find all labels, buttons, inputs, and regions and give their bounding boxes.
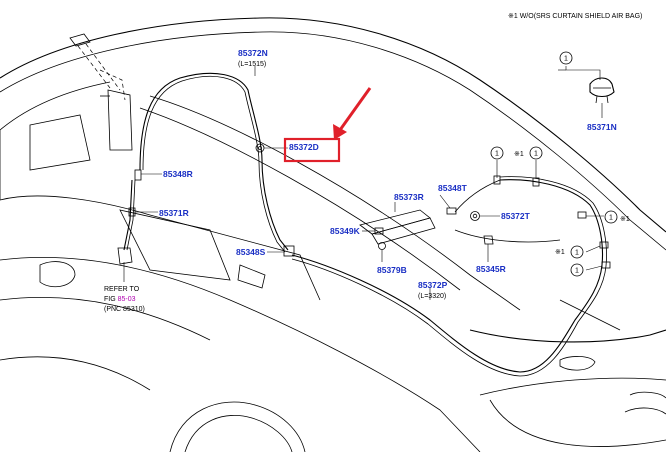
label-85348S: 85348S — [236, 247, 266, 257]
svg-text:1: 1 — [564, 56, 568, 63]
label-85372T: 85372T — [501, 211, 531, 221]
star-marker-c: ※1 — [555, 249, 565, 256]
refer-fig-link[interactable]: 85-03 — [118, 296, 136, 303]
svg-text:1: 1 — [609, 215, 613, 222]
label-85349K: 85349K — [330, 226, 361, 236]
label-85371R: 85371R — [159, 208, 189, 218]
hose-85372N — [123, 72, 289, 253]
part-labels: ※1 W/O(SRS CURTAIN SHIELD AIR BAG) 85372… — [159, 13, 642, 300]
svg-text:1: 1 — [575, 250, 579, 257]
fittings — [117, 77, 615, 269]
callout-1-e: 1 — [570, 263, 584, 277]
label-85348T: 85348T — [438, 183, 468, 193]
svg-text:1: 1 — [534, 151, 538, 158]
refer-line-1: REFER TO — [104, 286, 140, 293]
callout-circles: 1 1 1 1 1 1 ※1 ※1 ※1 — [490, 51, 630, 277]
label-85345R: 85345R — [476, 264, 506, 274]
svg-text:1: 1 — [495, 151, 499, 158]
car-body-outline — [0, 17, 666, 452]
refer-line-3: (PNC 85310) — [104, 306, 145, 313]
star-marker-b: ※1 — [620, 216, 630, 223]
label-85379B: 85379B — [377, 265, 407, 275]
label-85372N-length: (L=1515) — [238, 61, 266, 68]
star-marker-a: ※1 — [514, 151, 524, 158]
callout-1-d: 1 — [570, 245, 584, 259]
refer-line-2: FIG 85-03 — [104, 296, 136, 303]
refer-note: REFER TO FIG 85-03 (PNC 85310) — [104, 286, 145, 313]
label-85373R: 85373R — [394, 192, 424, 202]
antenna-mount — [69, 33, 133, 151]
hose-85372P — [291, 176, 607, 377]
label-85371N: 85371N — [587, 122, 617, 132]
footnote: ※1 W/O(SRS CURTAIN SHIELD AIR BAG) — [508, 13, 642, 20]
highlight-box — [283, 137, 341, 163]
callout-1-legend: 1 — [559, 51, 573, 65]
label-85372N: 85372N — [238, 48, 268, 58]
highlight-annotation — [283, 87, 372, 163]
label-85372P: 85372P — [418, 280, 448, 290]
callout-1-a: 1 — [490, 146, 504, 160]
label-85372D: 85372D — [289, 142, 319, 152]
leader-lines — [123, 66, 604, 300]
callout-1-b: 1 — [529, 146, 543, 160]
callout-1-c: 1 — [604, 210, 618, 224]
label-85372P-length: (L=3320) — [418, 293, 446, 300]
label-85348R: 85348R — [163, 169, 193, 179]
svg-text:1: 1 — [575, 268, 579, 275]
